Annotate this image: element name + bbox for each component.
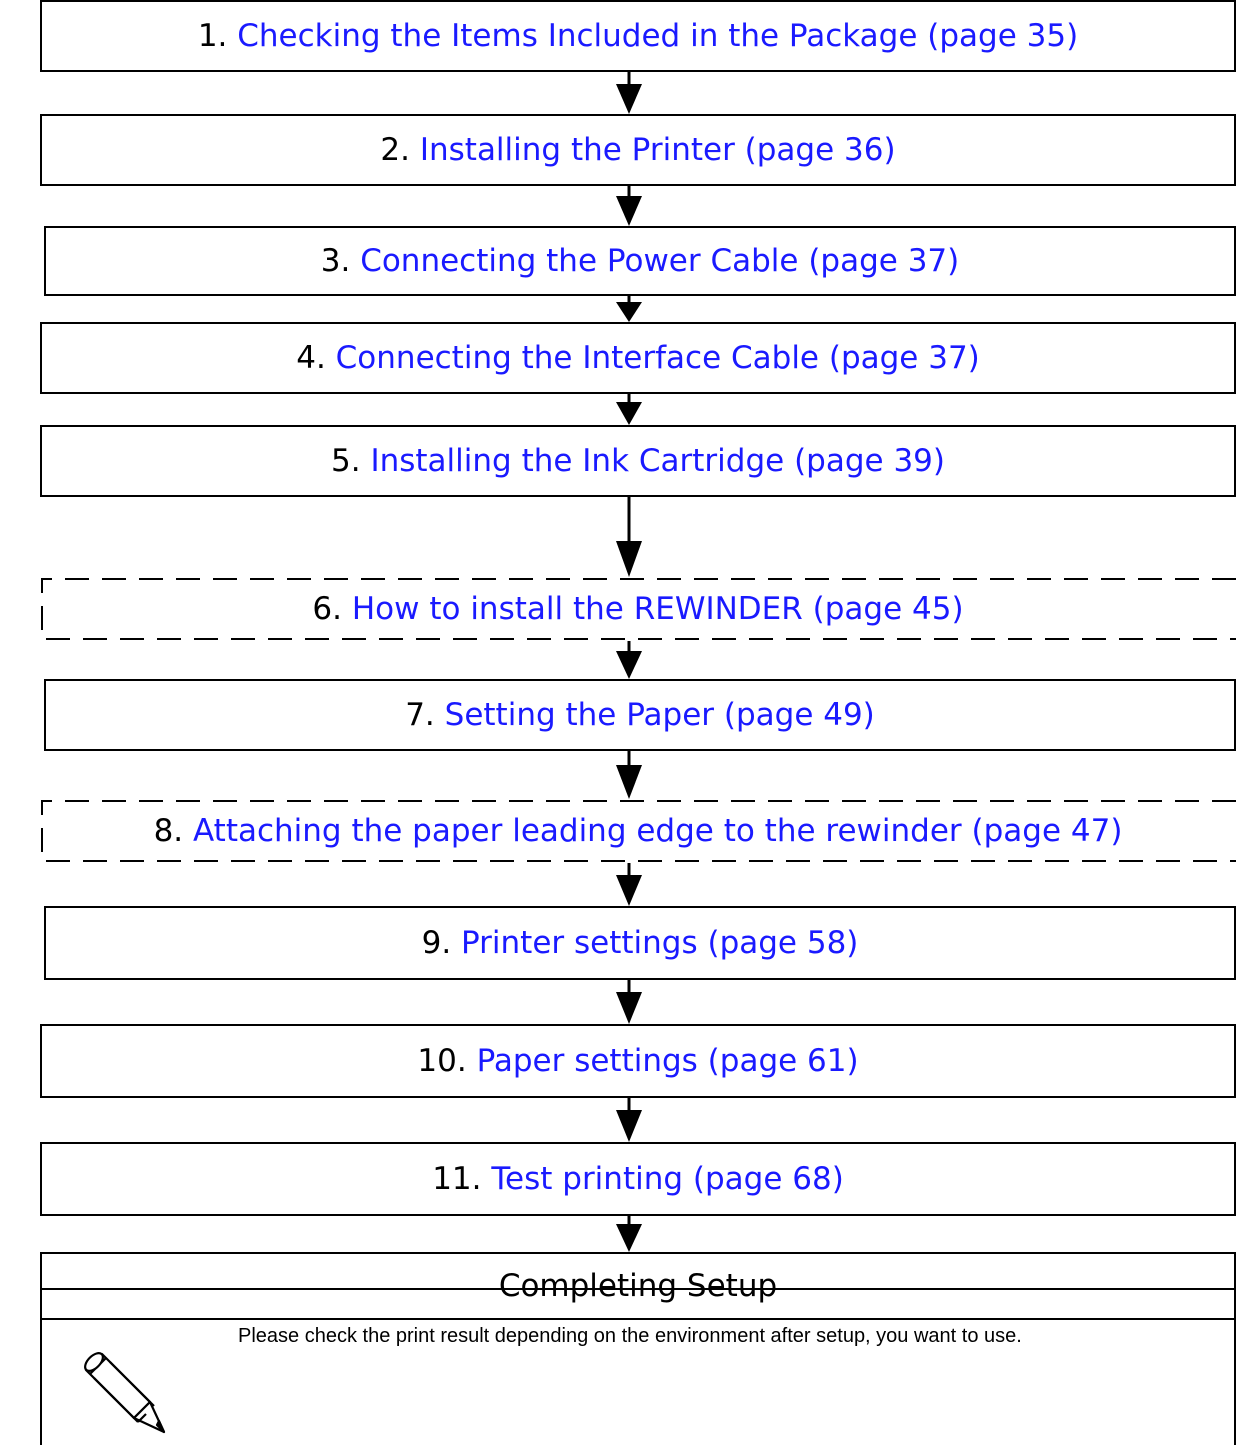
step-9-link[interactable]: Printer settings (page 58)	[461, 925, 859, 961]
step-7-number: 7.	[405, 697, 435, 733]
step-3-number: 3.	[320, 243, 351, 279]
down-arrow-icon	[616, 497, 642, 577]
step-11-number: 11.	[432, 1161, 482, 1197]
down-arrow-icon	[616, 296, 642, 322]
dashed-border	[41, 578, 1236, 640]
down-arrow-icon	[616, 1098, 642, 1142]
down-arrow-icon	[616, 394, 642, 425]
step-4: 4. Connecting the Interface Cable (page …	[40, 322, 1236, 394]
dashed-border	[41, 800, 1236, 862]
step-6-number: 6.	[312, 591, 342, 627]
note-box: Please check the print result depending …	[40, 1288, 1236, 1445]
step-7: 7. Setting the Paper (page 49)	[44, 679, 1236, 751]
pencil-icon	[84, 1352, 166, 1434]
completing-setup-box: Completing Setup	[40, 1252, 1236, 1320]
step-7-link[interactable]: Setting the Paper (page 49)	[444, 697, 875, 733]
step-11-link[interactable]: Test printing (page 68)	[491, 1161, 844, 1197]
step-8-number: 8.	[153, 813, 184, 849]
step-1-link[interactable]: Checking the Items Included in the Packa…	[237, 18, 1079, 54]
down-arrow-icon	[616, 641, 642, 679]
step-6-optional: 6. How to install the REWINDER (page 45)	[40, 577, 1236, 641]
step-5-link[interactable]: Installing the Ink Cartridge (page 39)	[370, 443, 945, 479]
step-5: 5. Installing the Ink Cartridge (page 39…	[40, 425, 1236, 497]
step-1: 1. Checking the Items Included in the Pa…	[40, 0, 1236, 72]
step-10: 10. Paper settings (page 61)	[40, 1024, 1236, 1098]
step-1-number: 1.	[197, 18, 228, 54]
step-2-number: 2.	[380, 132, 410, 168]
step-4-number: 4.	[296, 340, 326, 376]
completing-setup-label: Completing Setup	[498, 1268, 778, 1304]
step-8-link[interactable]: Attaching the paper leading edge to the …	[193, 813, 1123, 849]
down-arrow-icon	[616, 72, 642, 114]
step-4-link[interactable]: Connecting the Interface Cable (page 37)	[335, 340, 980, 376]
step-10-link[interactable]: Paper settings (page 61)	[476, 1043, 859, 1079]
down-arrow-icon	[616, 1216, 642, 1252]
step-5-number: 5.	[331, 443, 361, 479]
step-2: 2. Installing the Printer (page 36)	[40, 114, 1236, 186]
step-11: 11. Test printing (page 68)	[40, 1142, 1236, 1216]
step-9: 9. Printer settings (page 58)	[44, 906, 1236, 980]
step-3-link[interactable]: Connecting the Power Cable (page 37)	[360, 243, 960, 279]
down-arrow-icon	[616, 863, 642, 906]
down-arrow-icon	[616, 186, 642, 226]
step-3: 3. Connecting the Power Cable (page 37)	[44, 226, 1236, 296]
down-arrow-icon	[616, 980, 642, 1024]
step-2-link[interactable]: Installing the Printer (page 36)	[419, 132, 896, 168]
down-arrow-icon	[616, 751, 642, 799]
step-10-number: 10.	[417, 1043, 467, 1079]
step-8-optional: 8. Attaching the paper leading edge to t…	[40, 799, 1236, 863]
step-6-link[interactable]: How to install the REWINDER (page 45)	[351, 591, 964, 627]
note-text: Please check the print result depending …	[238, 1325, 1022, 1347]
step-9-number: 9.	[421, 925, 452, 961]
